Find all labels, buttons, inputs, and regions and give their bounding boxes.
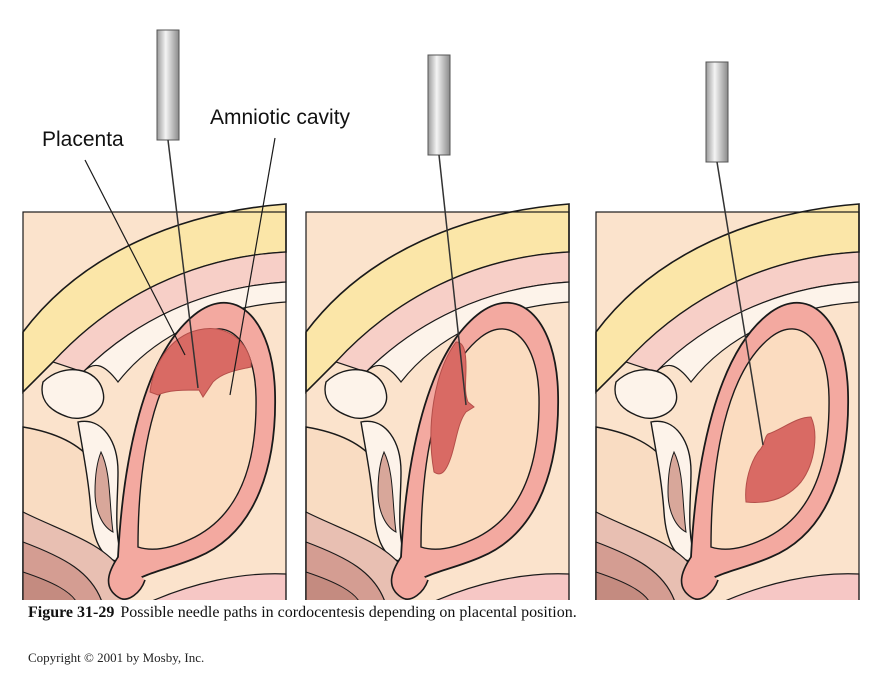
label-amniotic-cavity: Amniotic cavity <box>210 106 351 129</box>
caption-text: Possible needle paths in cordocentesis d… <box>120 604 577 621</box>
placenta-shape <box>149 328 252 398</box>
panel-posterior-placenta <box>595 203 860 600</box>
copyright-notice: Copyright © 2001 by Mosby, Inc. <box>28 650 205 665</box>
panel-lateral-placenta <box>305 203 570 600</box>
needle-1 <box>156 29 199 389</box>
leader-line-amniotic-cavity <box>229 137 276 396</box>
label-placenta: Placenta <box>42 128 124 151</box>
placenta-shape <box>745 416 816 503</box>
cordocentesis-illustration: Placenta Amniotic cavity <box>22 29 860 600</box>
panel-anterior-placenta <box>22 203 287 600</box>
needle-2 <box>427 54 467 406</box>
needle-3 <box>705 61 764 446</box>
leader-line-placenta <box>84 159 186 356</box>
figure-caption: Figure 31-29 Possible needle paths in cor… <box>28 604 577 622</box>
figure-number: Figure 31-29 <box>28 604 115 621</box>
